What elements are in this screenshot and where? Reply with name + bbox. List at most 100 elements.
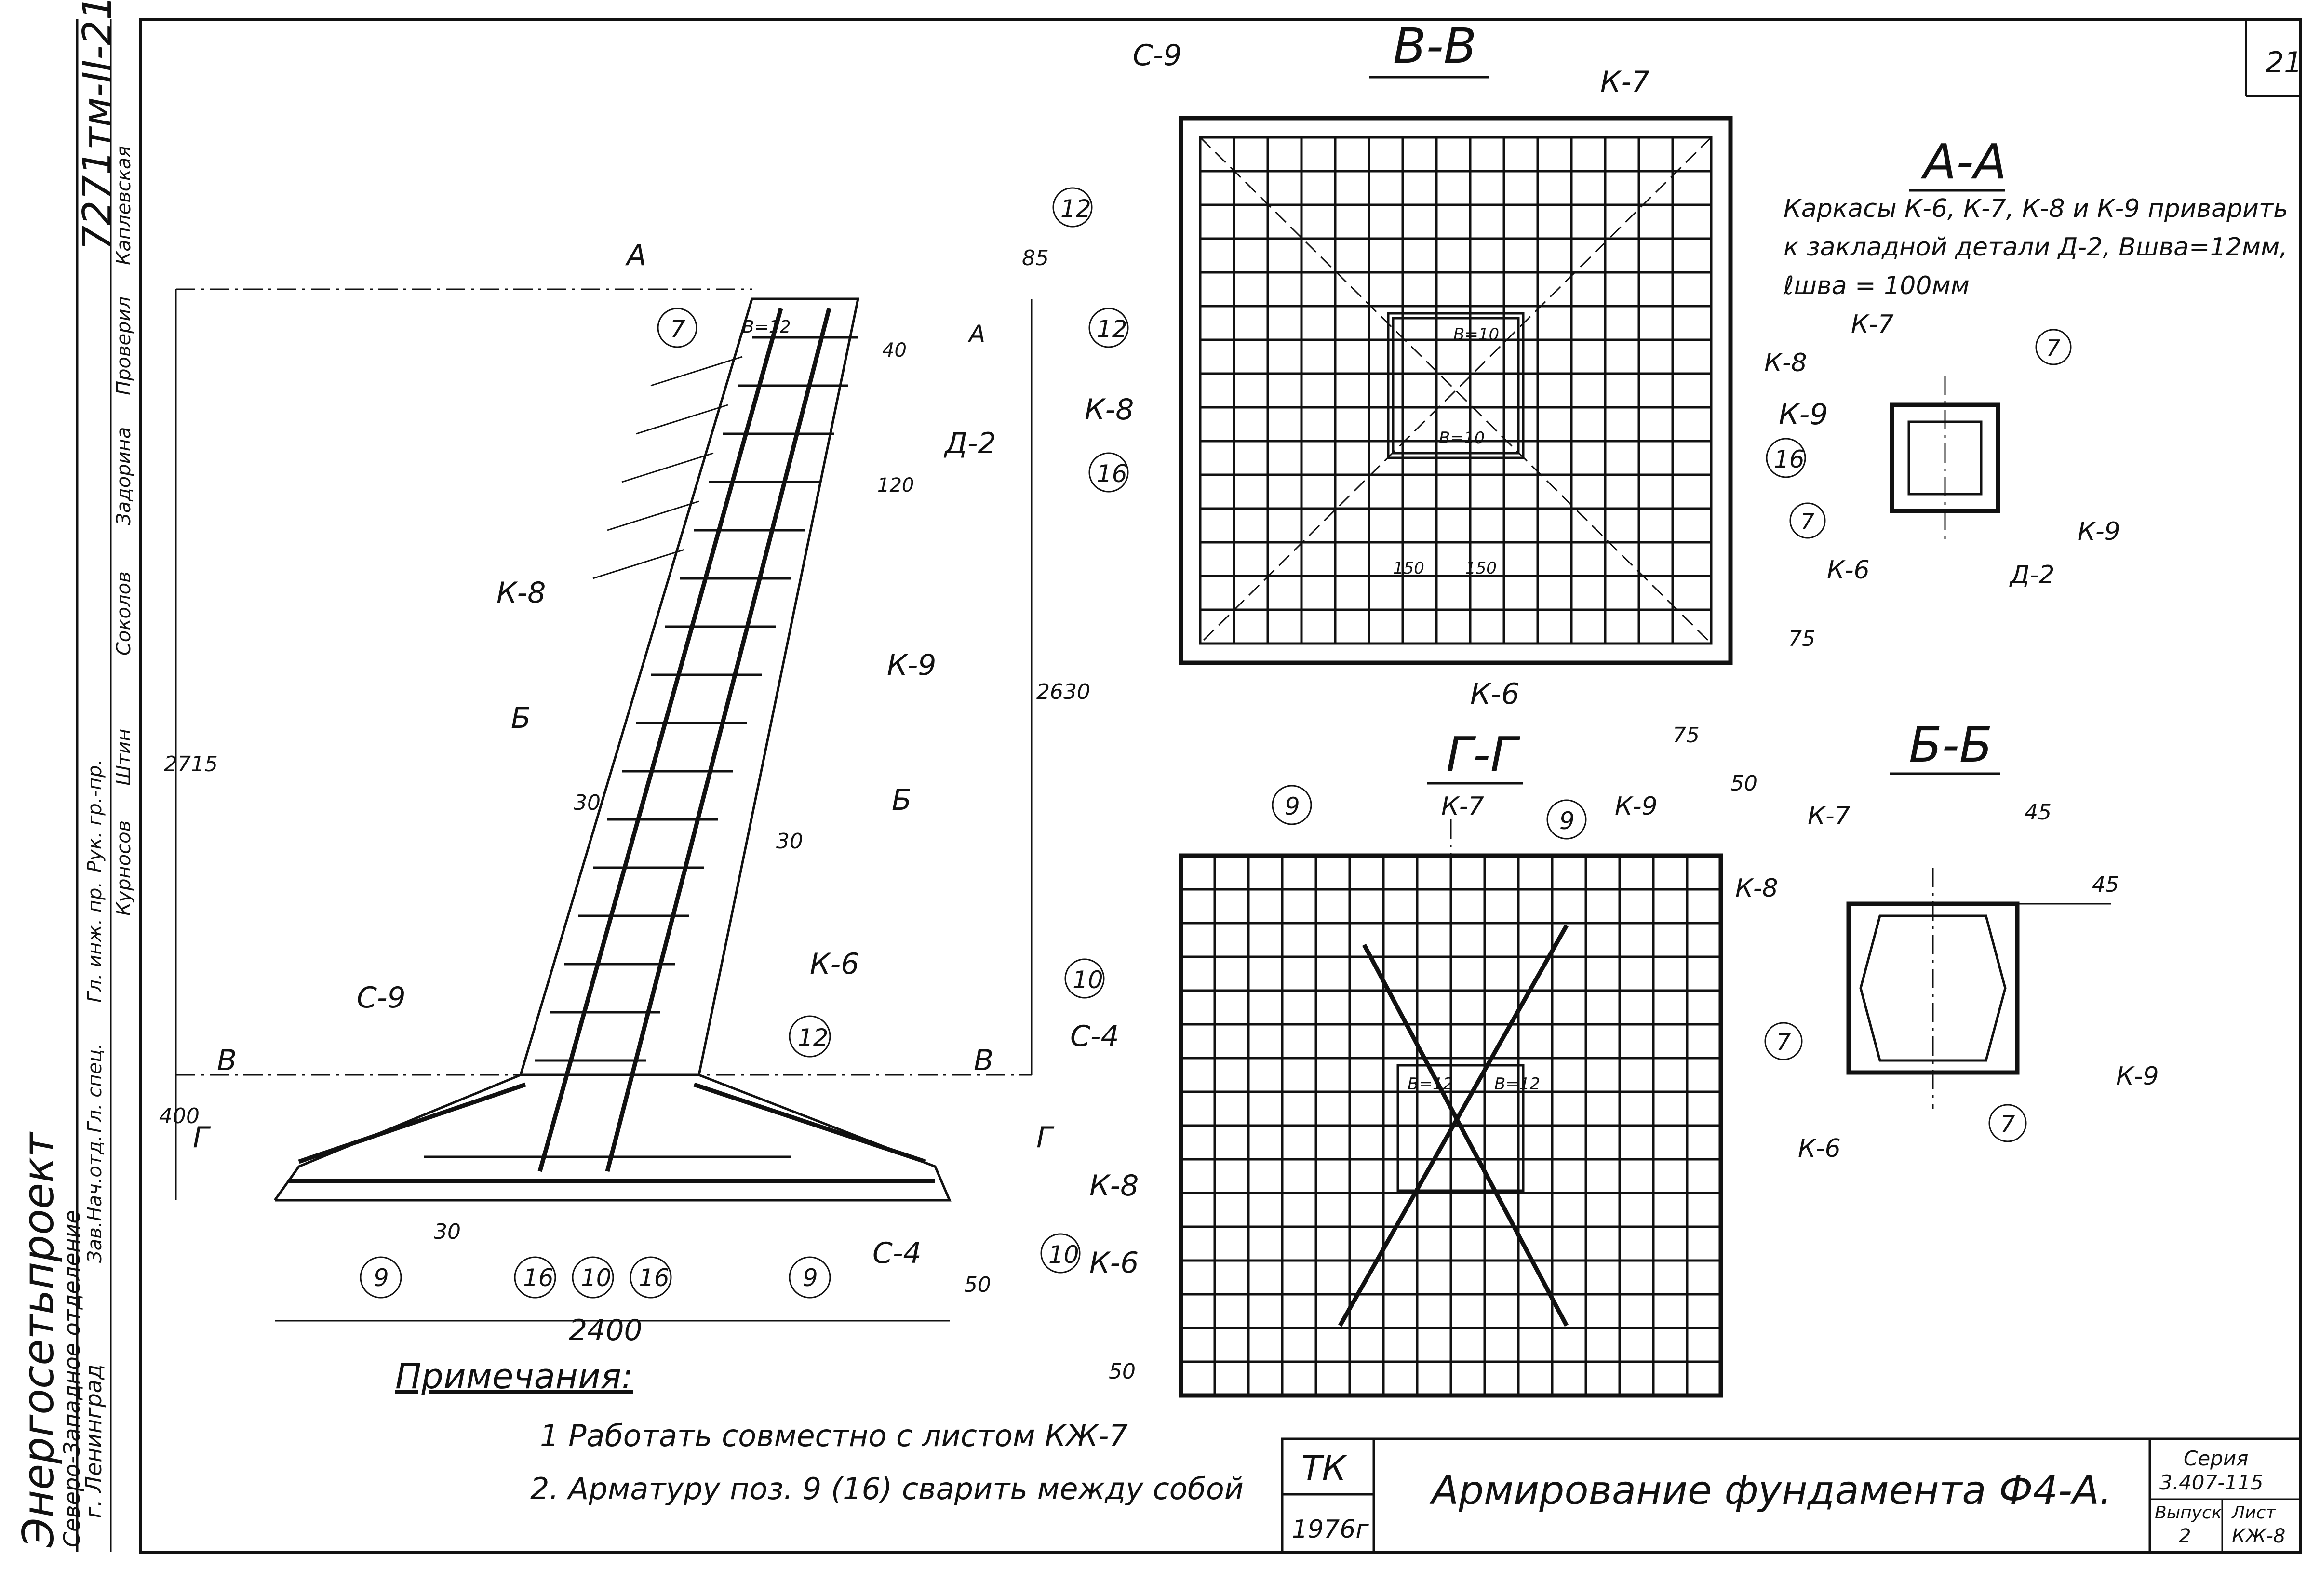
sig-name-3: Соколов bbox=[113, 571, 135, 656]
title-year: 1976г bbox=[1292, 1515, 1369, 1544]
title-tk: ТК bbox=[1301, 1448, 1348, 1488]
signature-roles: Зав.Нач.отд. Гл. спец. Гл. инж. пр. Рук.… bbox=[84, 759, 106, 1263]
sheet-value: КЖ-8 bbox=[2232, 1525, 2285, 1547]
sig-role-1: Зав.Нач.отд. bbox=[84, 1135, 106, 1263]
dim-50-gg-top: 50 bbox=[1730, 771, 1757, 796]
label-k7-aa: К-7 bbox=[1851, 310, 1894, 339]
balloon-9-gg-a: 9 bbox=[1285, 792, 1300, 820]
label-k8-aa: К-8 bbox=[1764, 349, 1807, 377]
section-gg-title: Г-Г bbox=[1446, 726, 1521, 783]
dim-30: 30 bbox=[434, 1220, 461, 1244]
aa-note-line-1: Каркасы К-6, К-7, К-8 и К-9 приварить bbox=[1784, 194, 2288, 223]
dim-75-vv-h: 75 bbox=[1673, 723, 1700, 748]
rebar-c9-right bbox=[693, 1082, 926, 1164]
sec-mark-v-left: В bbox=[217, 1044, 237, 1077]
section-aa-title: А-А bbox=[1920, 134, 2007, 190]
dim-120: 120 bbox=[877, 474, 914, 496]
label-c9-side: С-9 bbox=[357, 981, 406, 1015]
sec-mark-g-left: Г bbox=[193, 1121, 211, 1154]
balloon-10-gg-a: 10 bbox=[1073, 966, 1103, 994]
label-d2-aa: Д-2 bbox=[2009, 561, 2054, 590]
balloon-7-b6-a: 7 bbox=[1776, 1029, 1791, 1056]
dim-2715: 2715 bbox=[164, 752, 218, 777]
label-k7-b6: К-7 bbox=[1808, 802, 1851, 831]
issue-value: 2 bbox=[2179, 1525, 2191, 1547]
dim-150-vv-a: 150 bbox=[1393, 559, 1424, 578]
balloon-10-gg-b: 10 bbox=[1048, 1241, 1079, 1269]
label-k8-side: К-8 bbox=[496, 576, 546, 610]
balloon-10-side: 10 bbox=[581, 1264, 612, 1292]
label-k8-vv: К-8 bbox=[1085, 393, 1134, 427]
balloon-7-side: 7 bbox=[670, 315, 685, 343]
label-c4-side: С-4 bbox=[872, 1236, 922, 1270]
dim-45-b6-a: 45 bbox=[2025, 800, 2052, 825]
section-b6-title: Б-Б bbox=[1909, 717, 1992, 773]
section-vv: В-В bbox=[1179, 18, 1733, 665]
label-k6-gg: К-6 bbox=[1089, 1246, 1139, 1280]
dim-40: 40 bbox=[882, 339, 907, 362]
sec-mark-b-right: Б bbox=[892, 783, 912, 817]
signature-names: Курносов Штин Соколов Задорина Проверил … bbox=[113, 146, 135, 916]
balloon-9-left: 9 bbox=[374, 1264, 389, 1292]
foundation-side-view bbox=[175, 288, 1033, 1322]
org-division: Северо-Западное отделение bbox=[59, 1210, 85, 1547]
sig-name-4: Задорина bbox=[113, 427, 135, 525]
drawing-title: Армирование фундамента Ф4-А. bbox=[1429, 1468, 2112, 1514]
label-d2-side: Д-2 bbox=[943, 427, 996, 460]
label-k9-b6: К-9 bbox=[2116, 1062, 2159, 1091]
balloon-9-gg-b: 9 bbox=[1559, 807, 1575, 835]
dim-b12-side: В=12 bbox=[742, 317, 791, 337]
label-k8-gg: К-8 bbox=[1089, 1169, 1139, 1203]
dim-30-a: 30 bbox=[574, 791, 601, 815]
balloons-side: 7 12 9 16 10 16 9 bbox=[360, 308, 831, 1299]
balloon-16-a: 16 bbox=[523, 1264, 554, 1292]
label-k7-vv: К-7 bbox=[1600, 65, 1649, 99]
dim-2630: 2630 bbox=[1036, 680, 1090, 704]
sec-mark-a-right: А bbox=[967, 320, 985, 348]
aa-note-line-2: к закладной детали Д-2, Вшва=12мм, bbox=[1784, 233, 2288, 262]
dim-85: 85 bbox=[1022, 246, 1049, 270]
org-city: г. Ленинград bbox=[80, 1364, 107, 1518]
label-k6-vv: К-6 bbox=[1470, 677, 1519, 711]
sig-name-6: Каплевская bbox=[113, 146, 135, 265]
balloon-9-right: 9 bbox=[803, 1264, 818, 1292]
section-b6: Б-Б bbox=[1846, 717, 2111, 1109]
balloon-16-vv-a: 16 bbox=[1097, 460, 1127, 488]
sig-name-2: Штин bbox=[113, 729, 135, 786]
note-2: 2. Арматуру поз. 9 (16) сварить между со… bbox=[530, 1471, 1244, 1506]
sheet-number: 21 bbox=[2266, 46, 2302, 80]
label-k6-b6: К-6 bbox=[1798, 1134, 1841, 1163]
label-k9-aa: К-9 bbox=[2078, 517, 2120, 546]
label-k9-gg: К-9 bbox=[1615, 792, 1658, 821]
dim-b12-gg-a: В=12 bbox=[1408, 1074, 1453, 1094]
balloon-7-aa-b: 7 bbox=[1800, 509, 1814, 535]
sig-name-5: Проверил bbox=[113, 296, 135, 395]
balloon-16-b: 16 bbox=[639, 1264, 670, 1292]
balloon-12-side: 12 bbox=[798, 1024, 829, 1052]
org-strip: Энергосетьпроект Северо-Западное отделен… bbox=[13, 1131, 107, 1548]
stem-outline bbox=[519, 297, 860, 1075]
title-block: ТК 1976г Армирование фундамента Ф4-А. Се… bbox=[1281, 1437, 2302, 1554]
dim-50-side: 50 bbox=[964, 1273, 991, 1297]
dim-50-gg-left: 50 bbox=[1109, 1359, 1136, 1384]
dim-75-vv-v: 75 bbox=[1788, 627, 1815, 651]
label-k9-vv: К-9 bbox=[1779, 398, 1828, 431]
drawing-code-group: 7271тм-II-21 bbox=[75, 0, 121, 251]
label-c9-vv: С-9 bbox=[1133, 39, 1182, 72]
label-k8-b6: К-8 bbox=[1735, 874, 1778, 903]
balloon-16-vv-b: 16 bbox=[1774, 445, 1805, 473]
drawing-code: 7271тм-II-21 bbox=[75, 0, 121, 251]
label-k7-gg: К-7 bbox=[1441, 792, 1484, 821]
section-gg: Г-Г bbox=[1179, 726, 1723, 1398]
balloons-b6: 7 7 bbox=[1764, 1022, 2027, 1142]
section-vv-title: В-В bbox=[1393, 18, 1476, 74]
label-c4-gg: С-4 bbox=[1070, 1019, 1119, 1053]
rebar-k8 bbox=[537, 308, 783, 1172]
balloons-aa: 7 7 bbox=[1789, 329, 2072, 539]
section-aa: А-А Каркасы К-6, К-7, К-8 и К-9 приварит… bbox=[1783, 134, 2288, 540]
vv-grid bbox=[1200, 137, 1711, 644]
balloons-vv: 12 12 16 16 bbox=[1052, 187, 1806, 493]
label-k6-aa: К-6 bbox=[1827, 556, 1870, 585]
label-k6-side: К-6 bbox=[810, 947, 859, 981]
